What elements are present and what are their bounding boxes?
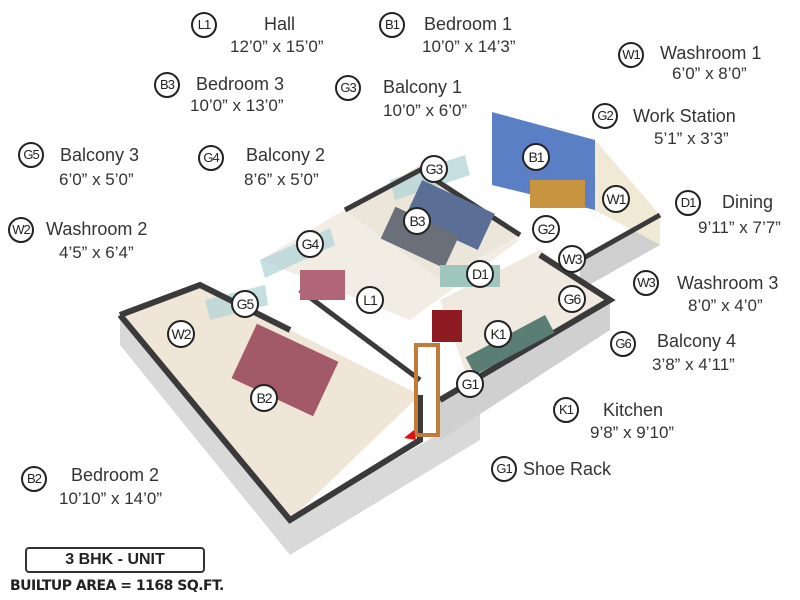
legend-code-w2: W2: [8, 217, 34, 243]
marker-g1: G1: [456, 370, 484, 398]
legend-code-g4: G4: [198, 145, 224, 171]
marker-k1: K1: [484, 320, 512, 348]
legend-dims-washroom3: 8’0” x 4’0”: [688, 296, 763, 315]
legend-code-g2: G2: [592, 103, 618, 129]
legend-dims-balcony4: 3’8” x 4’11”: [652, 355, 735, 374]
legend-name-hall: Hall: [264, 14, 296, 34]
legend-code-d1: D1: [675, 190, 701, 216]
legend-code-g5: G5: [18, 142, 44, 168]
legend-name-balcony4: Balcony 4: [657, 331, 737, 351]
marker-g6: G6: [558, 285, 586, 313]
legend-name-washroom2: Washroom 2: [46, 219, 148, 239]
legend-dims-hall: 12’0” x 15’0”: [230, 37, 324, 56]
marker-l1: L1: [356, 286, 384, 314]
legend-dims-work-station: 5’1” x 3’3”: [654, 129, 729, 148]
legend-name-kitchen: Kitchen: [603, 400, 664, 420]
marker-g3: G3: [420, 155, 448, 183]
marker-b1: B1: [522, 143, 550, 171]
legend-name-shoe-rack: Shoe Rack: [523, 459, 612, 479]
legend-name-balcony2: Balcony 2: [246, 145, 326, 165]
marker-b3: B3: [403, 207, 431, 235]
marker-w1: W1: [602, 185, 630, 213]
legend-dims-balcony1: 10’0” x 6’0”: [383, 101, 468, 120]
marker-g5: G5: [231, 290, 259, 318]
legend-code-w3: W3: [633, 270, 659, 296]
entry-arrow-icon: [404, 430, 416, 440]
legend-dims-bedroom1: 10’0” x 14’3”: [422, 37, 516, 56]
legend-dims-balcony2: 8’6” x 5’0”: [244, 170, 319, 189]
legend-dims-washroom2: 4’5” x 6’4”: [59, 243, 134, 262]
legend-code-l1: L1: [191, 12, 217, 38]
builtup-area: BUILTUP AREA = 1168 SQ.FT.: [10, 578, 224, 594]
legend-name-bedroom2: Bedroom 2: [71, 465, 160, 485]
marker-w3: W3: [558, 245, 586, 273]
legend-code-b3: B3: [154, 72, 180, 98]
marker-b2: B2: [250, 384, 278, 412]
marker-w2: W2: [167, 320, 195, 348]
unit-type-label: 3 BHK - UNIT: [25, 547, 205, 573]
legend-code-w1: W1: [618, 42, 644, 68]
legend-dims-balcony3: 6’0” x 5’0”: [59, 170, 134, 189]
legend-name-bedroom1: Bedroom 1: [424, 14, 513, 34]
legend-dims-washroom1: 6’0” x 8’0”: [672, 64, 747, 83]
legend-name-balcony3: Balcony 3: [60, 145, 140, 165]
legend-name-dining: Dining: [722, 192, 774, 212]
legend-name-balcony1: Balcony 1: [383, 77, 463, 97]
marker-d1: D1: [466, 260, 494, 288]
legend-name-bedroom3: Bedroom 3: [196, 74, 285, 94]
legend-dims-bedroom3: 10’0” x 13’0”: [190, 96, 284, 115]
marker-g4: G4: [296, 230, 324, 258]
legend-name-work-station: Work Station: [633, 106, 736, 126]
legend-dims-kitchen: 9’8” x 9’10”: [590, 423, 675, 442]
legend-dims-dining: 9’11” x 7’7”: [698, 218, 781, 237]
legend-code-g1: G1: [491, 456, 517, 482]
legend-dims-bedroom2: 10’10” x 14’0”: [59, 489, 163, 508]
legend-code-k1: K1: [553, 397, 579, 423]
legend-code-b1: B1: [379, 12, 405, 38]
legend-code-b2: B2: [21, 466, 47, 492]
legend-code-g6: G6: [610, 331, 636, 357]
legend-name-washroom3: Washroom 3: [677, 273, 779, 293]
legend-code-g3: G3: [335, 75, 361, 101]
marker-g2: G2: [532, 215, 560, 243]
legend-name-washroom1: Washroom 1: [660, 43, 762, 63]
